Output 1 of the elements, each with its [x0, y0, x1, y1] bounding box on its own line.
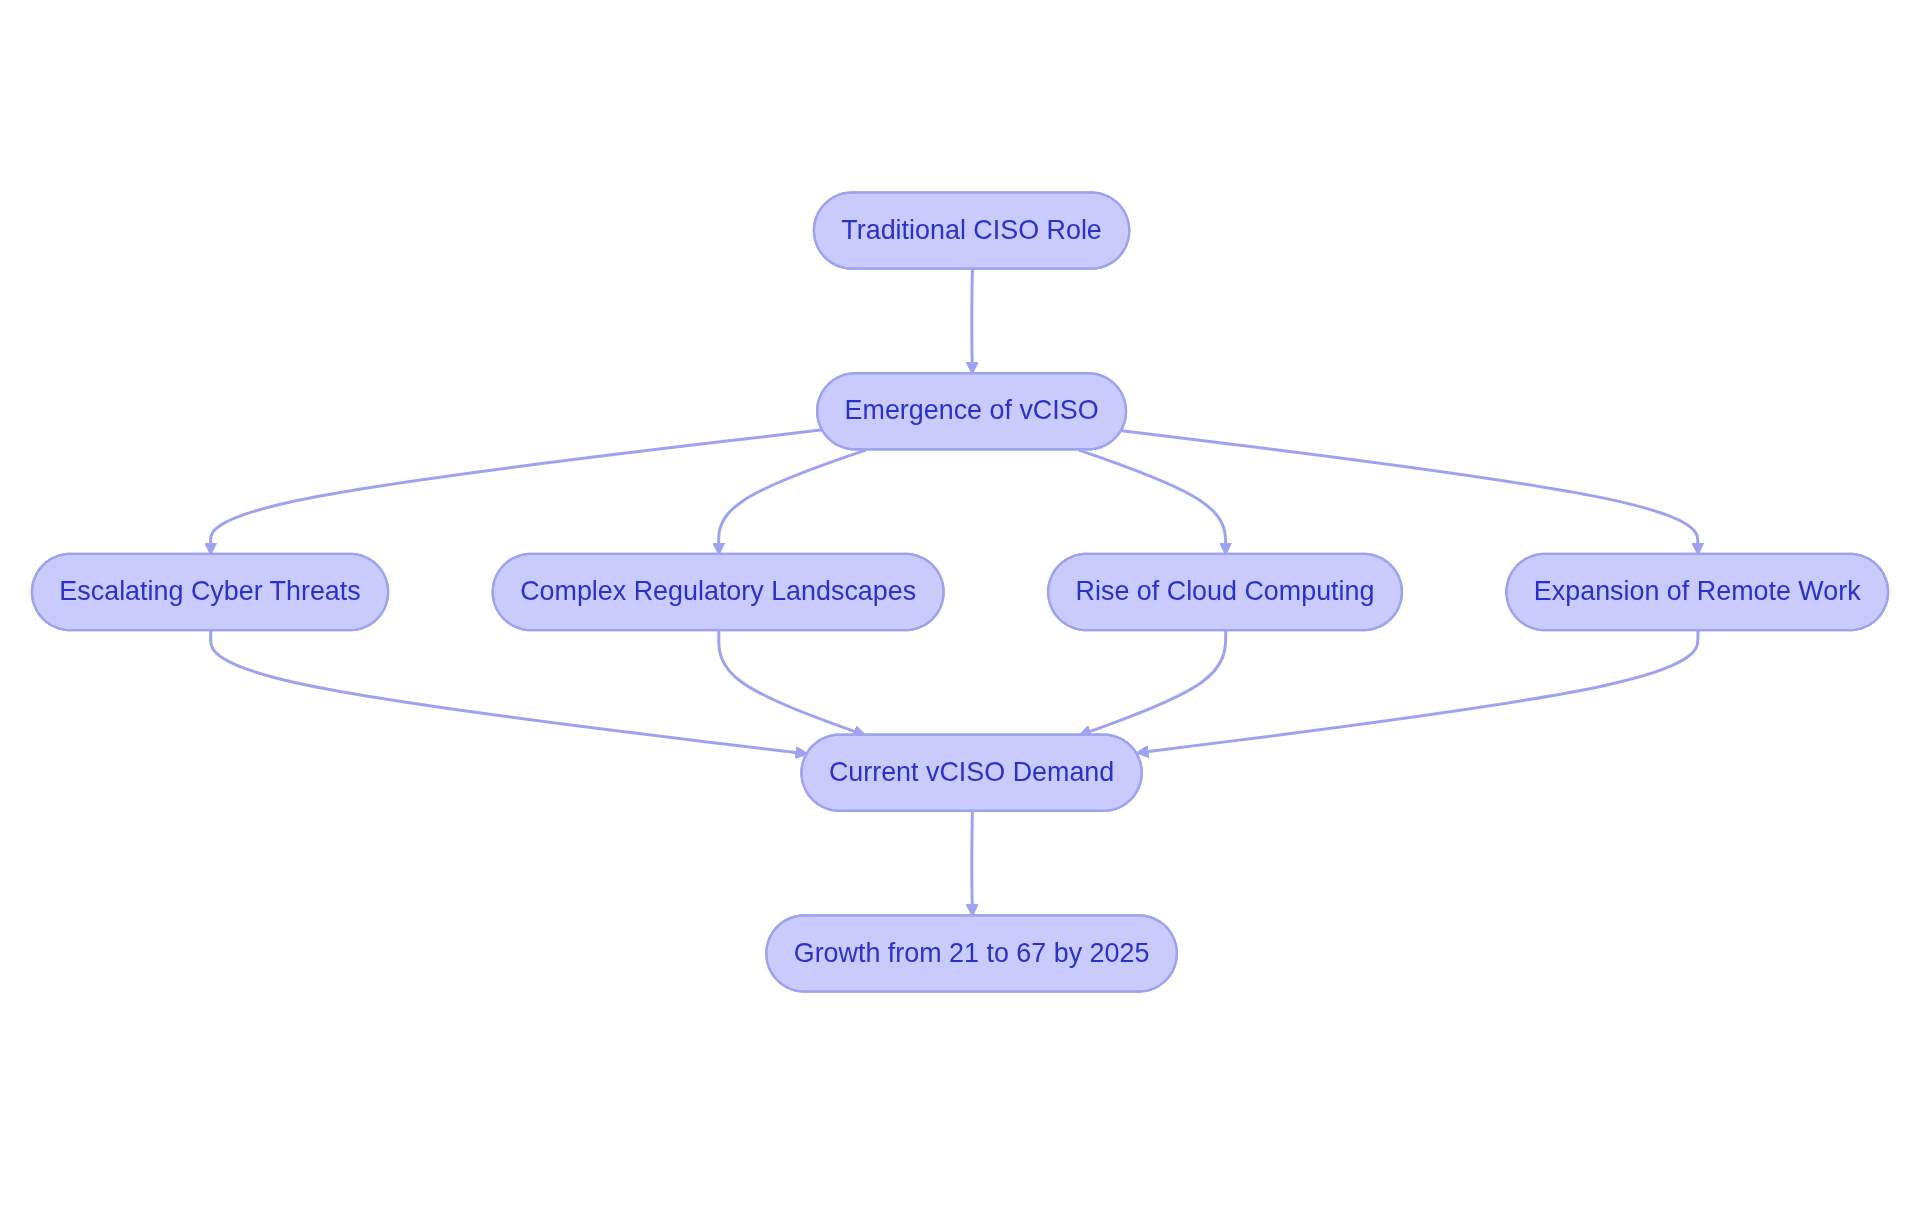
arrow: [1135, 630, 1700, 758]
